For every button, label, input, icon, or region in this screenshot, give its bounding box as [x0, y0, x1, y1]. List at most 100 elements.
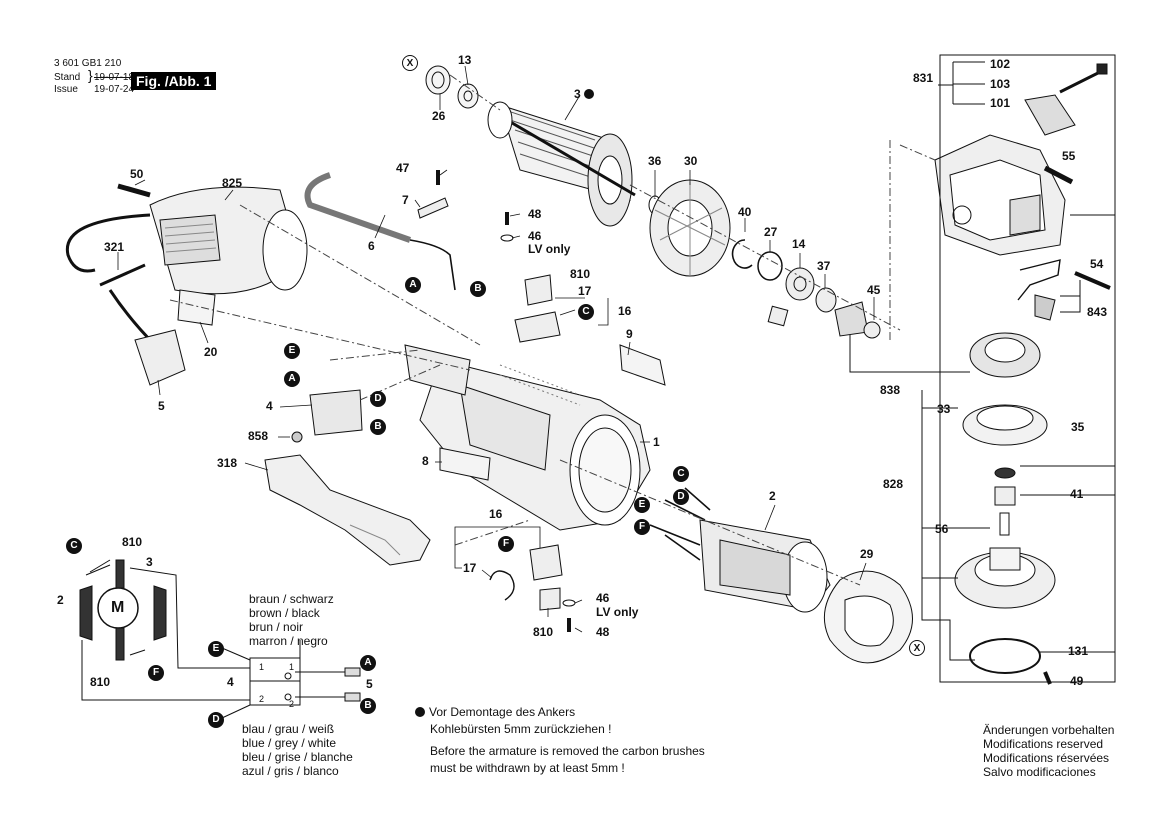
bearing-26: [425, 65, 451, 95]
brush-holder-16-top: [514, 274, 561, 343]
screw-54: [1074, 271, 1111, 290]
part-831: 831: [913, 71, 934, 85]
wiring-connector-a: A: [360, 655, 376, 671]
note-en-line1: Before the armature is removed the carbo…: [430, 744, 705, 758]
x-marker-top: X: [402, 55, 418, 71]
connector-e-2: E: [634, 497, 650, 513]
part-9: 9: [626, 327, 633, 341]
part-102: [1096, 63, 1108, 75]
rear-cover-825: [149, 186, 308, 295]
wiring-connector-c: C: [66, 538, 82, 554]
bevel-gear: [969, 332, 1041, 378]
part-48-bottom: 48: [596, 625, 610, 639]
spindle-flange-828: [954, 547, 1056, 609]
part-828: 828: [883, 477, 904, 491]
wiring-part-810-top: 810: [122, 535, 143, 549]
screw-55: [1043, 165, 1074, 185]
terminal-1a: 1: [259, 662, 265, 672]
wiring-schematic: [79, 559, 361, 719]
part-17-bottom: 17: [463, 561, 477, 575]
part-131: 131: [1068, 644, 1089, 658]
connector-c: C: [578, 304, 594, 320]
part-30: 30: [684, 154, 698, 168]
part-2: 2: [769, 489, 776, 503]
part-3: 3: [574, 88, 598, 101]
part-16-top: 16: [618, 304, 632, 318]
part-35: 35: [1071, 420, 1085, 434]
cable-6: [304, 172, 411, 243]
part-103: 103: [990, 77, 1011, 91]
modifications-fr: Modifications réservées: [983, 751, 1110, 765]
part-7: 7: [402, 193, 409, 207]
part-29: 29: [860, 547, 874, 561]
bearing-flange-35: [962, 404, 1048, 446]
part-33: 33: [937, 402, 951, 416]
modifications-de: Änderungen vorbehalten: [983, 723, 1115, 737]
bullet-icon: [584, 89, 595, 99]
wiring-connector-e: E: [208, 641, 224, 657]
part-101: 101: [990, 96, 1011, 110]
nut-45: [863, 321, 881, 339]
connector-b-2: B: [370, 419, 386, 435]
connector-a-2: A: [284, 371, 300, 387]
part-6: 6: [368, 239, 375, 253]
part-26: 26: [432, 109, 446, 123]
connector-b: B: [470, 281, 486, 297]
part-102: 102: [990, 57, 1011, 71]
wiring-part-4: 4: [227, 675, 234, 689]
part-54: 54: [1090, 257, 1104, 271]
wiring-connector-f: F: [148, 665, 164, 681]
part-37: 37: [817, 259, 831, 273]
brush-holder-16-bottom: [489, 544, 563, 611]
fan-30: [649, 179, 731, 277]
part-50: 50: [130, 167, 144, 181]
note-de-line1: Vor Demontage des Ankers: [415, 704, 575, 721]
terminal-2b: 2: [289, 699, 295, 709]
pin-321: [99, 263, 146, 287]
wiring-connector-d: D: [208, 712, 224, 728]
part-13: 13: [458, 53, 472, 67]
label-9: [619, 344, 666, 386]
part-5: 5: [158, 399, 165, 413]
connector-c-2: C: [673, 466, 689, 482]
label-20: [177, 289, 216, 326]
part-49: 49: [1070, 674, 1084, 688]
issue-date: 19-07-24: [94, 84, 135, 95]
note-en-line2: must be withdrawn by at least 5mm !: [430, 761, 625, 775]
part-16-bottom: 16: [489, 507, 503, 521]
x-marker-bottom: X: [909, 640, 925, 656]
part-858: 858: [248, 429, 269, 443]
wire-color-top-2: brun / noir: [249, 620, 304, 634]
field-coil-2: [699, 519, 831, 613]
pin-103: [1059, 70, 1101, 94]
wire-color-top-1: brown / black: [249, 606, 320, 620]
bearing-41: [994, 467, 1016, 479]
bullet-icon: [415, 707, 425, 717]
gear-head-housing: [934, 134, 1066, 256]
part-27: 27: [764, 225, 778, 239]
clamp-7: [417, 197, 449, 219]
part-55: 55: [1062, 149, 1076, 163]
connector-a: A: [405, 277, 421, 293]
connector-d: D: [370, 391, 386, 407]
terminal-1b: 1: [289, 662, 295, 672]
motor-symbol: M: [111, 599, 125, 616]
figure-label: Fig. /Abb. 1: [131, 72, 217, 90]
wire-color-top-0: braun / schwarz: [249, 592, 334, 606]
wiring-connector-b: B: [360, 698, 376, 714]
part-14: 14: [792, 237, 806, 251]
bearing-14: [785, 267, 815, 301]
wheel-guard-29: [823, 570, 913, 664]
o-ring-131: [969, 638, 1041, 674]
part-810-top: 810: [570, 267, 591, 281]
issue-label: Issue: [54, 84, 78, 95]
modifications-en: Modifications reserved: [983, 737, 1104, 751]
part-838: 838: [880, 383, 901, 397]
modifications-es: Salvo modificaciones: [983, 765, 1096, 779]
terminal-2a: 2: [259, 694, 265, 704]
spring-843: [1034, 294, 1056, 321]
part-46-top: 46: [528, 229, 542, 243]
wire-color-bottom-0: blau / grau / weiß: [242, 722, 335, 736]
connector-f: F: [634, 519, 650, 535]
